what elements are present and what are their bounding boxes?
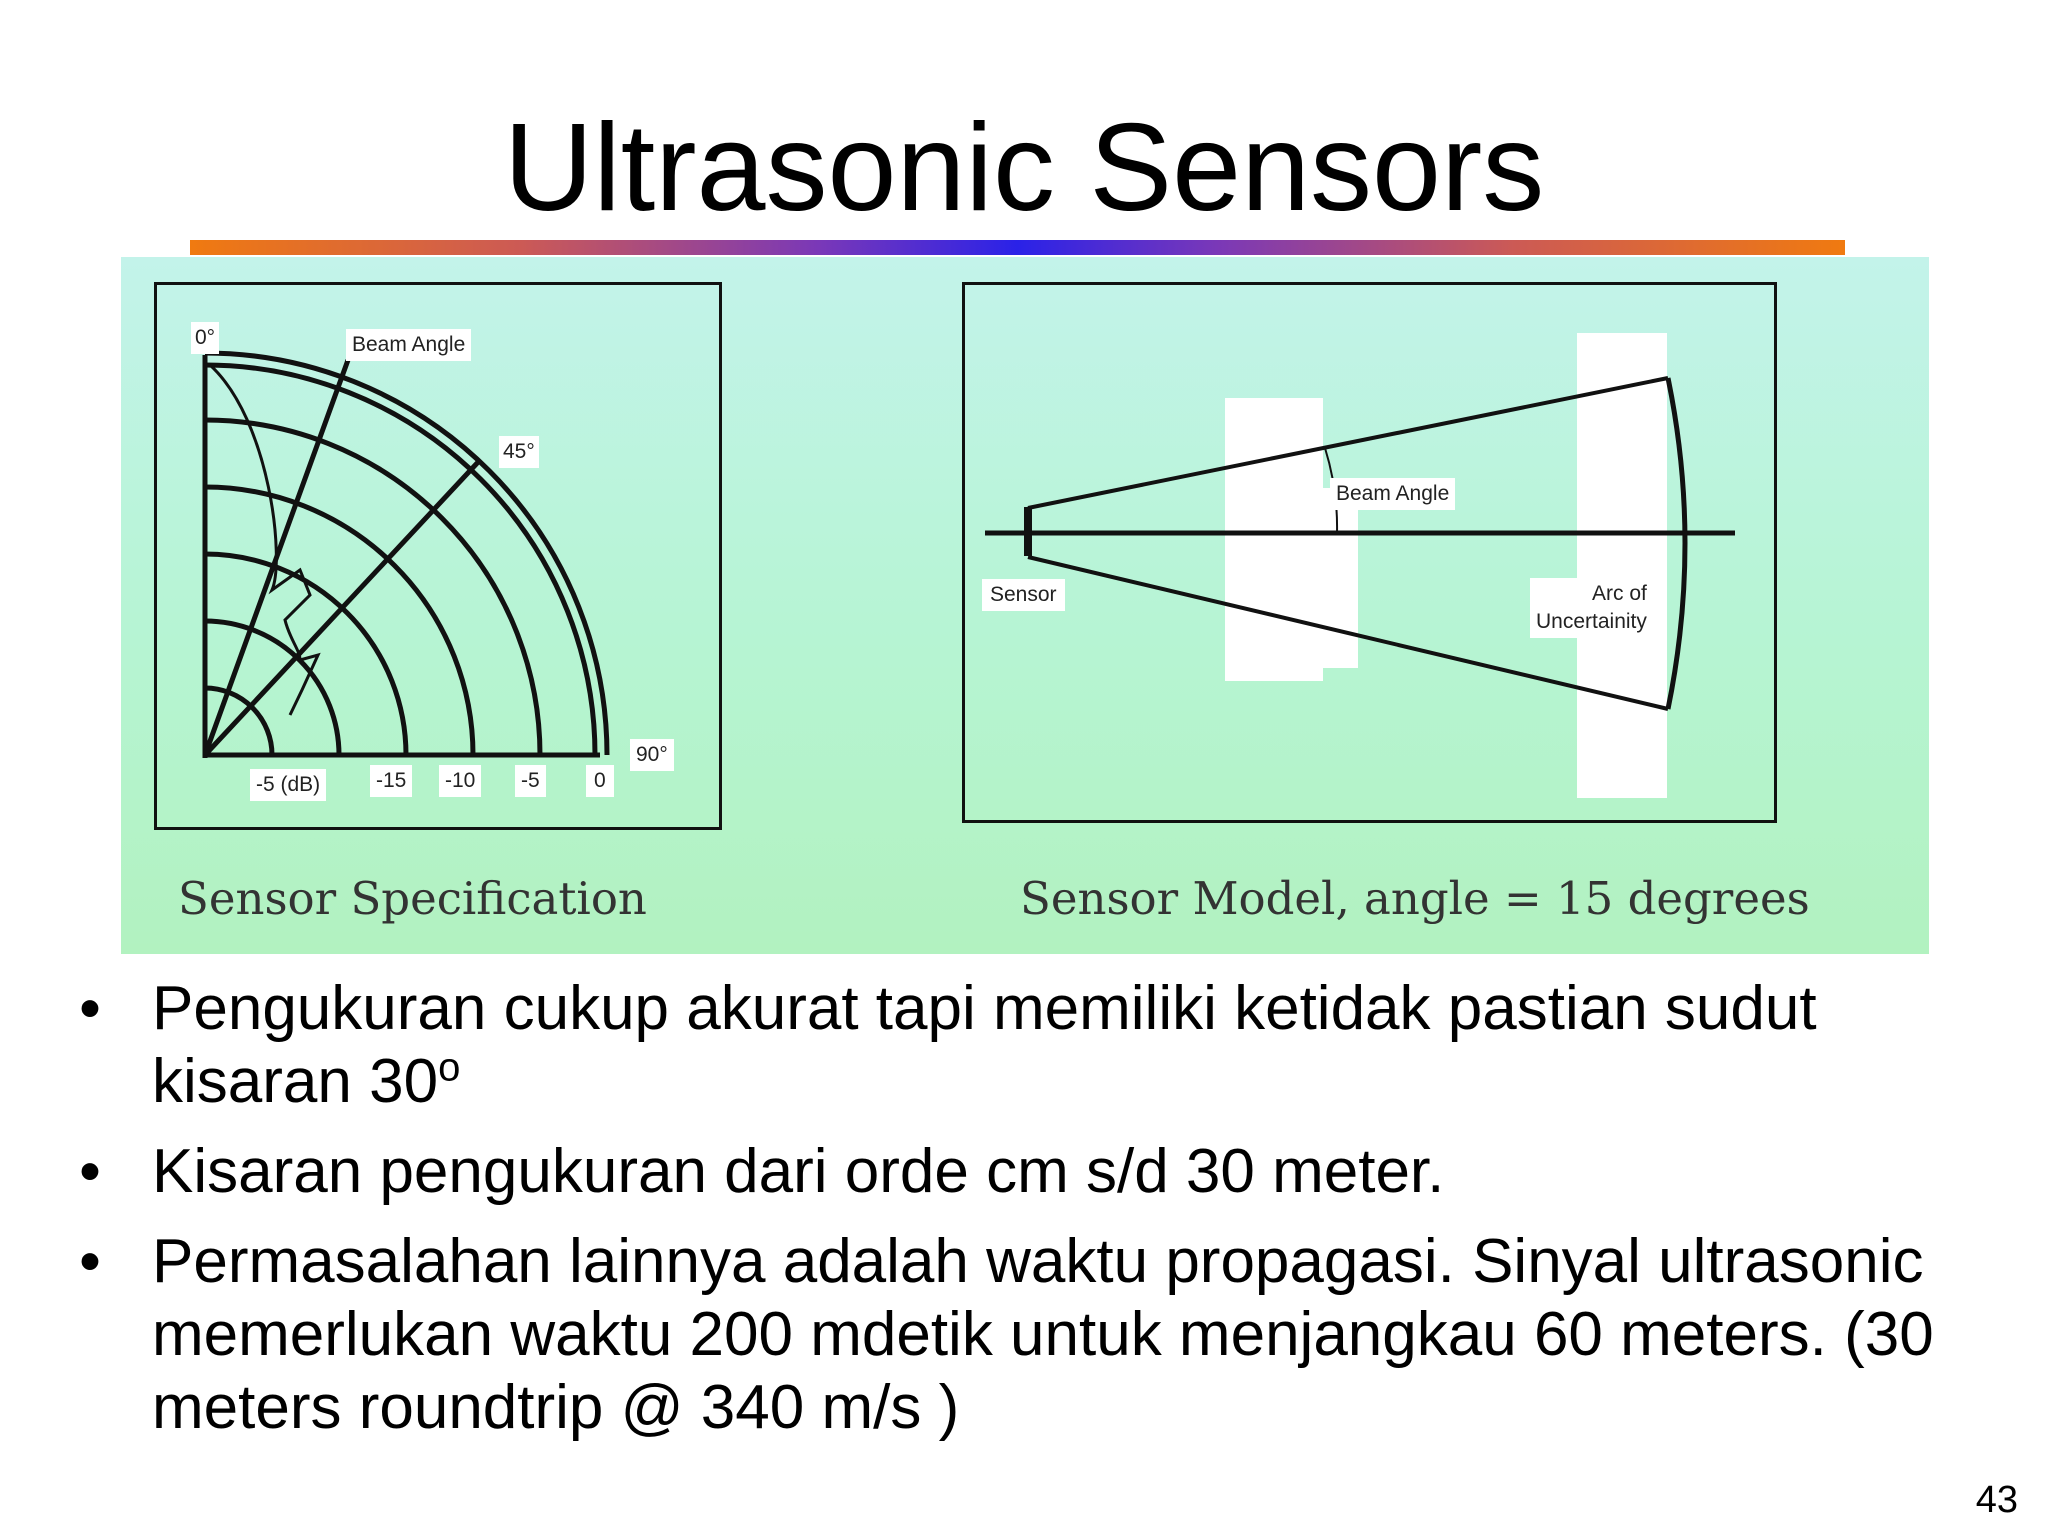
polar-arc-6 [204, 350, 610, 756]
bullet-text: Permasalahan lainnya adalah waktu propag… [152, 1227, 1934, 1442]
sensitivity-curve [208, 363, 321, 716]
sensor-specification-diagram-frame [154, 282, 722, 830]
label-db-minus10: -10 [439, 765, 482, 797]
bullet-marker: • [79, 1137, 101, 1206]
sensor-model-diagram-frame [962, 282, 1777, 823]
bullet-list: • Pengukuran cukup akurat tapi memiliki … [70, 972, 2010, 1461]
bullet-item: • Permasalahan lainnya adalah waktu prop… [70, 1225, 2010, 1444]
axis-45-line [203, 458, 482, 757]
caption-sensor-model: Sensor Model, angle = 15 degrees [1020, 872, 1810, 925]
white-band-far [1577, 333, 1667, 798]
title-underline [190, 240, 1845, 255]
polar-arc-4 [204, 484, 476, 756]
label-db-minus5: -5 [515, 765, 546, 797]
label-db-minus5-db: -5 (dB) [250, 769, 327, 801]
label-arc-line2: Uncertainity [1536, 610, 1647, 633]
label-90-degrees: 90° [630, 739, 674, 771]
page-number: 43 [1975, 1479, 2018, 1521]
bullet-item: • Pengukuran cukup akurat tapi memiliki … [70, 972, 2010, 1118]
label-arc-line1: Arc of [1592, 582, 1647, 605]
slide-title: Ultrasonic Sensors [503, 99, 1545, 237]
label-beam-angle-model: Beam Angle [1330, 478, 1456, 510]
beam-upper-edge [1027, 376, 1669, 510]
bullet-item: • Kisaran pengukuran dari orde cm s/d 30… [70, 1135, 2010, 1208]
label-db-minus15: -15 [370, 765, 413, 797]
bullet-text: Pengukuran cukup akurat tapi memiliki ke… [152, 974, 1817, 1116]
label-beam-angle-spec: Beam Angle [346, 329, 472, 361]
polar-arc-3 [204, 551, 409, 756]
polar-arc-outer [204, 362, 598, 756]
bullet-marker: • [79, 974, 101, 1043]
beam-lower-edge [1027, 555, 1669, 711]
label-sensor: Sensor [982, 579, 1065, 611]
bullet-marker: • [79, 1227, 101, 1296]
arc-of-uncertainty [1665, 377, 1688, 710]
polar-arc-5 [204, 417, 543, 756]
bullet-text: Kisaran pengukuran dari orde cm s/d 30 m… [152, 1137, 1445, 1206]
label-0-degrees: 0° [191, 322, 220, 354]
label-arc-of-uncertainty: Arc of Uncertainity [1530, 578, 1653, 638]
white-band-near [1225, 398, 1323, 681]
bullet-superscript: o [438, 1045, 461, 1090]
label-45-degrees: 45° [499, 436, 539, 468]
label-db-0: 0 [586, 765, 614, 797]
white-band-near-tab [1323, 488, 1358, 668]
caption-sensor-specification: Sensor Specification [178, 872, 647, 925]
